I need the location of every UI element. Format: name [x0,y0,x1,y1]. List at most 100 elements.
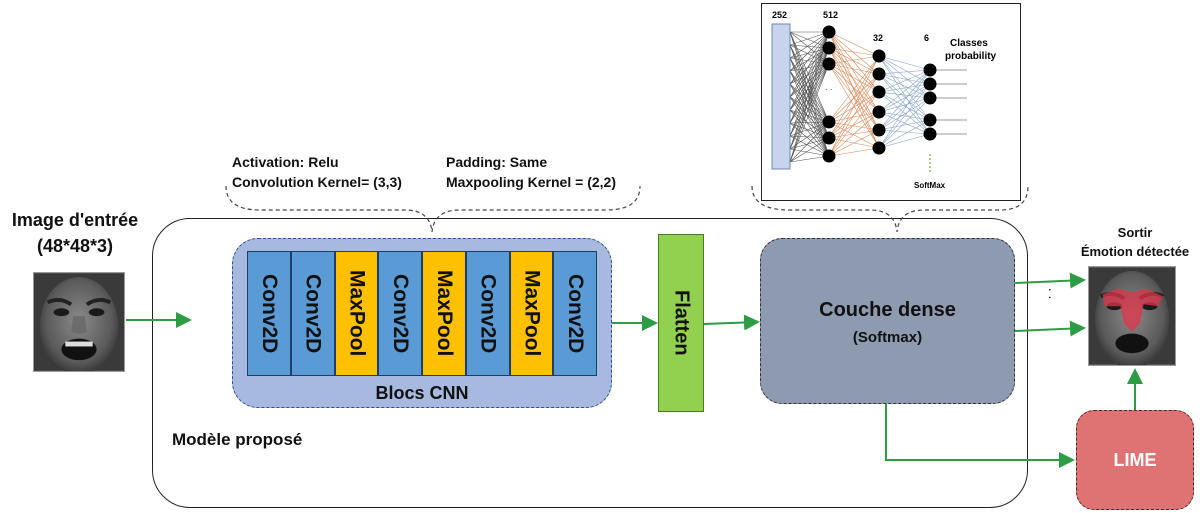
nn-edge-input [789,31,830,137]
cnn-params-left: Activation: Relu Convolution Kernel= (3,… [232,152,402,192]
nn-edge-hidden1 [828,121,880,149]
nn-edge-hidden1 [828,55,880,123]
nn-edge-hidden2 [878,69,931,93]
nn-edge-input [789,31,830,72]
nn-edge-input [789,31,830,124]
input-title: Image d'entrée (48*48*3) [0,207,150,259]
cnn-layer-conv2d: Conv2D [290,251,335,376]
nn-node-layer1 [822,131,836,145]
nn-node-layer1 [822,115,836,129]
nn-edge-input [789,96,830,157]
nn-edge-input [789,63,830,85]
nn-node-layer2 [872,141,886,155]
nn-edge-hidden2 [878,55,931,99]
output-ellipsis: . . . [1046,280,1062,300]
nn-edge-hidden1 [828,91,880,157]
nn-edge-hidden1 [828,31,880,57]
param-activation: Activation: Relu [232,154,339,170]
nn-edge-hidden2 [878,119,931,131]
flatten-layer: Flatten [658,234,704,412]
input-title-line2: (48*48*3) [36,236,114,256]
nn-edge-hidden1 [828,47,880,57]
nn-edge-input [789,155,830,163]
nn-node-layer2 [872,85,886,99]
param-padding: Padding: Same [446,154,548,170]
nn-dots: . . [825,82,833,92]
nn-edge-hidden1 [828,31,880,113]
nn-edge-input [789,63,830,124]
nn-edge-input [789,47,830,163]
nn-edge-input [789,31,830,98]
nn-node-layer3 [923,127,937,141]
nn-edge-input [789,121,830,150]
nn-edge-hidden2 [878,91,931,121]
nn-edge-input [789,122,830,157]
output-title-line1: Sortir [1117,225,1153,240]
nn-node-layer1 [822,57,836,71]
nn-edge-hidden2 [878,69,931,113]
nn-edge-input [789,31,830,111]
nn-edge-hidden2 [878,73,931,85]
nn-edge-hidden2 [878,97,931,131]
input-title-line1: Image d'entrée [11,210,139,230]
nn-node-layer3 [923,113,937,127]
output-face-image [1088,266,1176,366]
lime-box: LIME [1076,410,1194,510]
output-title-line2: Émotion détectée [1080,244,1190,259]
cnn-params-right: Padding: Same Maxpooling Kernel = (2,2) [446,152,616,192]
nn-edge-input [789,121,830,163]
nn-edge-hidden1 [828,121,880,131]
nn-edge-hidden1 [828,55,880,157]
nn-edge-input [789,63,830,163]
nn-node-layer3 [923,91,937,105]
nn-node-layer1 [822,149,836,163]
nn-edge-hidden2 [878,69,931,149]
nn-edge-input [789,63,830,111]
cnn-layer-conv2d: Conv2D [247,251,291,376]
nn-edge-hidden1 [828,55,880,139]
nn-edge-hidden1 [828,63,880,113]
nn-edge-input [789,148,830,157]
input-face-image [33,272,125,372]
nn-inset-diagram: 252 512 32 6 Classes probability . . Sof… [771,10,997,190]
dense-layer: Couche dense (Softmax) [760,238,1015,404]
nn-edge-hidden2 [878,97,931,113]
nn-edge-hidden1 [828,31,880,93]
nn-edge-input [789,121,830,124]
nn-edge-hidden2 [878,55,931,71]
nn-edge-hidden2 [878,83,931,149]
flatten-label: Flatten [670,290,693,356]
nn-node-layer2 [872,49,886,63]
nn-edge-input [789,31,830,59]
nn-edge-hidden1 [828,73,880,157]
nn-edge-hidden2 [878,83,931,113]
nn-edge-hidden2 [878,91,931,135]
layer-label: Conv2D [389,273,413,354]
nn-edge-hidden1 [828,147,880,157]
nn-edge-hidden2 [878,73,931,99]
cnn-blocks-label: Blocs CNN [375,383,469,403]
nn-edge-hidden2 [878,69,931,75]
nn-edge-input [789,137,830,163]
cnn-layer-conv2d: Conv2D [465,251,510,376]
nn-edge-input [789,63,830,98]
nn-edge-hidden2 [878,69,931,131]
nn-edge-hidden2 [878,119,931,149]
dense-title: Couche dense [819,299,956,321]
nn-node-layer1 [822,25,836,39]
output-title: Sortir Émotion détectée [1070,223,1200,261]
nn-node-layer3 [923,63,937,77]
nn-node-layer2 [872,105,886,119]
nn-size-6: 6 [924,33,929,43]
layer-label: MaxPool [520,270,544,357]
nn-edge-hidden2 [878,73,931,135]
nn-edge-hidden2 [878,83,931,131]
nn-edge-input [789,96,830,123]
nn-edge-input [789,109,830,123]
nn-edge-hidden1 [828,111,880,157]
nn-edge-input [789,47,830,111]
nn-edge-input [789,31,830,85]
nn-edge-input [789,63,830,150]
nn-size-512: 512 [823,10,838,20]
nn-edge-hidden1 [828,91,880,123]
